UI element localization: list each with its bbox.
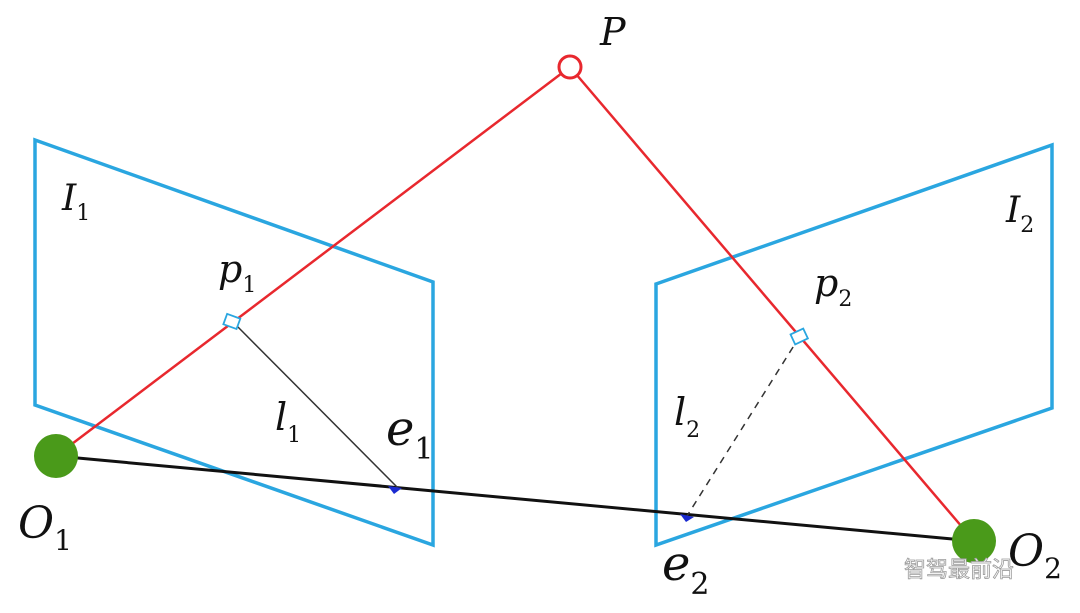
projection-marker-p1 (222, 312, 242, 331)
image-plane-2 (654, 142, 1054, 548)
label-o1: O1 (18, 498, 72, 557)
label-l2: l2 (674, 390, 700, 443)
watermark-text: 智驾最前沿 (904, 558, 1014, 583)
point-p (557, 54, 583, 80)
label-l1: l1 (275, 395, 301, 448)
baseline (55, 454, 975, 543)
epipolar-line-2 (686, 335, 801, 517)
label-i1: I1 (61, 178, 90, 226)
projection-marker-p2 (789, 327, 810, 346)
ray-o1-to-p (55, 66, 571, 457)
label-p: P (599, 10, 627, 54)
label-i2: I2 (1005, 190, 1034, 238)
label-p1: p1 (218, 247, 256, 298)
wechat-icon (865, 555, 904, 584)
epipole-marker-e2 (680, 514, 694, 522)
label-e2: e2 (662, 536, 710, 602)
ray-o2-to-p (569, 66, 975, 542)
camera-center-o1 (34, 434, 78, 478)
epipolar-line-1 (232, 321, 399, 489)
label-e1: e1 (386, 401, 434, 467)
epipole-marker-e1 (388, 486, 402, 494)
label-p2: p2 (814, 261, 852, 312)
watermark: 智驾最前沿 (865, 555, 1014, 584)
image-plane-1 (33, 137, 435, 548)
label-o2: O2 (1008, 526, 1062, 585)
camera-center-o2 (952, 519, 996, 563)
